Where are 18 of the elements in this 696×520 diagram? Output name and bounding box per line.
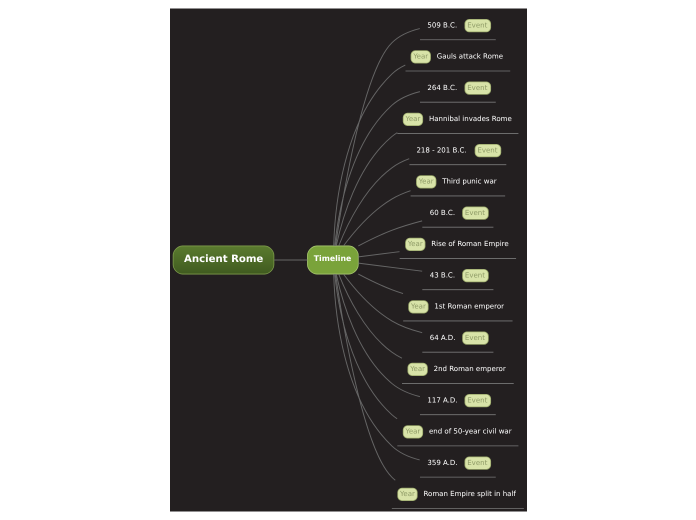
node-box: Ancient Rome [172,246,274,274]
connector [334,91,420,246]
connector [357,220,422,246]
connector [332,64,406,246]
connector [335,274,420,398]
connector [334,274,396,481]
connector [334,28,420,246]
connector [338,274,402,359]
connector [357,274,404,294]
connector [335,132,398,246]
connector [342,274,422,334]
connector [338,158,410,246]
connector [357,262,422,272]
connector [357,251,400,258]
connector [342,190,410,246]
connector [332,274,420,460]
node-box: Timeline [306,246,358,274]
connector [334,274,398,420]
